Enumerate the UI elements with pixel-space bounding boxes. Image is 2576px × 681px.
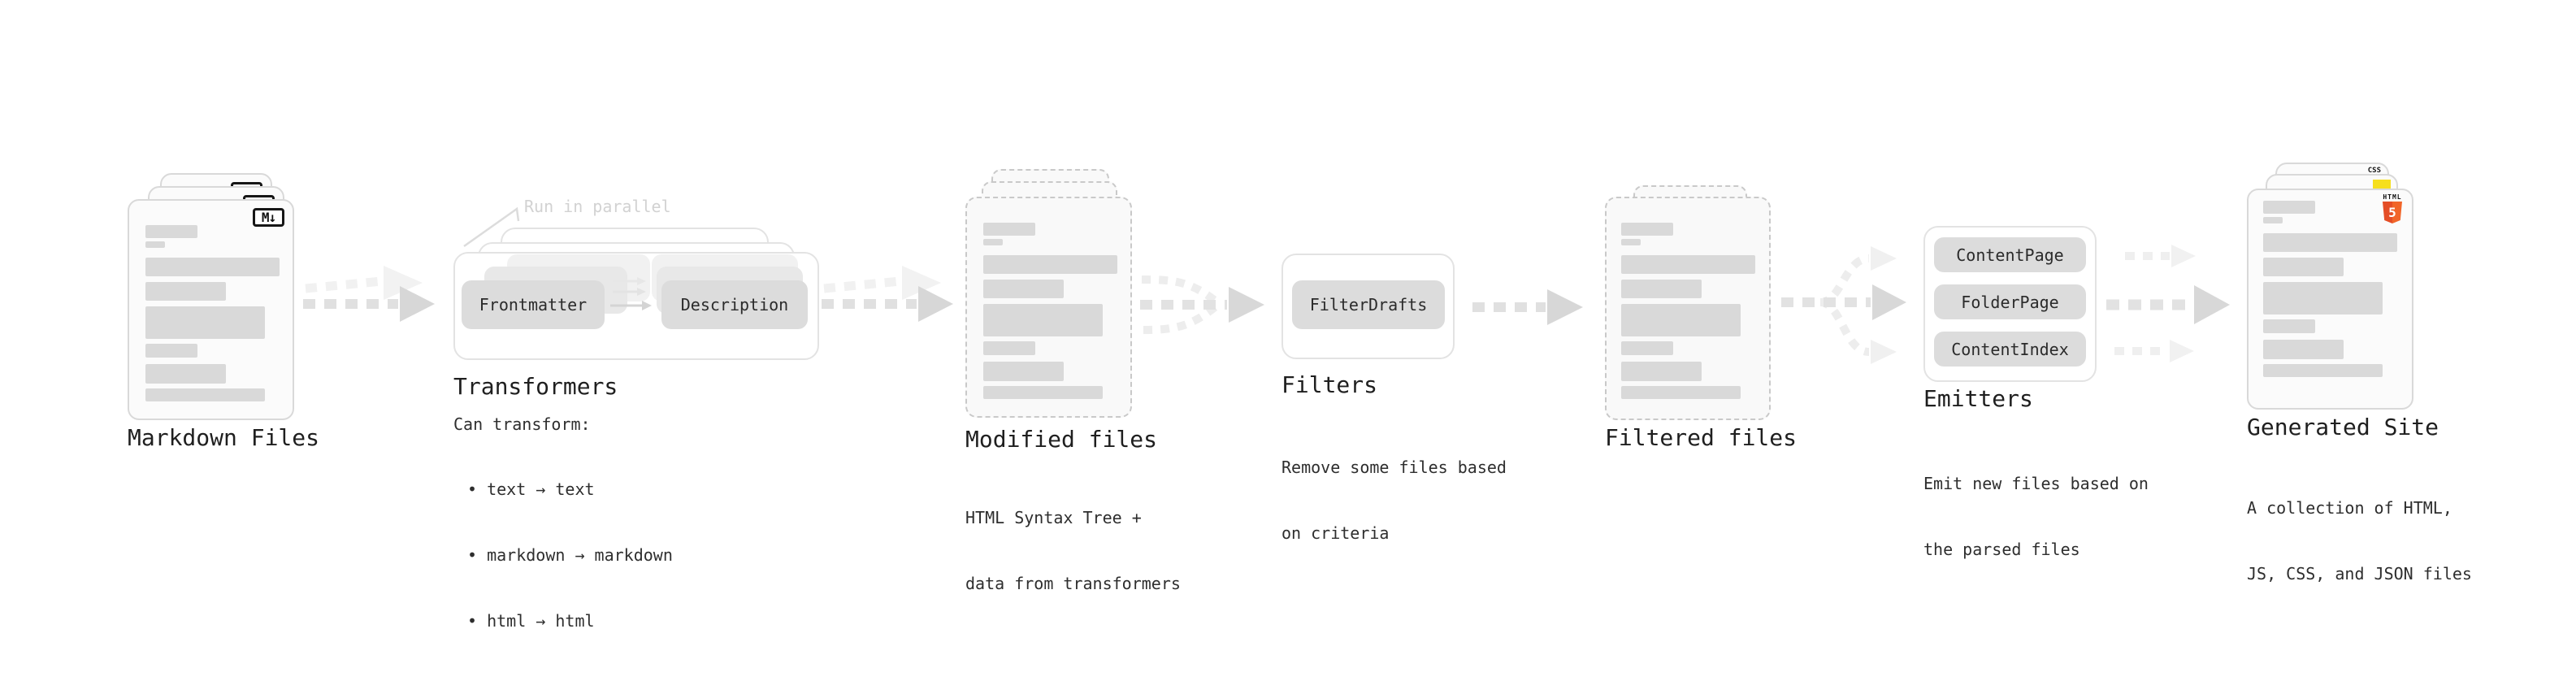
generated-file-html: HTML 5 [2247, 189, 2413, 410]
emitters-title: Emitters [1923, 385, 2033, 412]
markdown-files-label: Markdown Files [128, 424, 320, 451]
modified-files-label: Modified files [965, 426, 1158, 453]
emitter-box-folderpage: FolderPage [1934, 284, 2086, 319]
filtered-files-label: Filtered files [1605, 424, 1798, 451]
arrowhead [902, 266, 941, 300]
run-in-parallel-annotation: Run in parallel [524, 197, 671, 216]
caption-line: HTML Syntax Tree + [965, 508, 1142, 527]
arrow-modified-to-filters-merge [1140, 275, 1264, 334]
arrow-transformers-to-modified [822, 266, 953, 322]
arrowhead [384, 266, 423, 300]
arrowhead [1547, 289, 1583, 325]
arrow-emitters-to-generated [2106, 245, 2230, 362]
file-content-placeholder [1621, 223, 1755, 399]
arrowhead [637, 277, 646, 285]
arrowhead [637, 288, 646, 296]
caption-line: on criteria [1281, 523, 1390, 543]
ghost-arrow [823, 266, 941, 300]
bullet-item: • text → text [467, 479, 595, 499]
emitters-caption: Emit new files based on the parsed files [1923, 429, 2149, 605]
arrowhead [2171, 245, 2196, 267]
caption-line: Remove some files based [1281, 458, 1507, 477]
file-content-placeholder [2263, 201, 2397, 377]
modified-files-caption: HTML Syntax Tree + data from transformer… [965, 463, 1181, 639]
markdown-file-front: M↓ [128, 199, 294, 420]
caption-line: JS, CSS, and JSON files [2247, 564, 2472, 583]
transformer-box-description: Description [661, 280, 808, 329]
caption-line: data from transformers [965, 574, 1181, 593]
html5-icon: HTML 5 [2382, 193, 2403, 223]
bullet-item: • html → html [467, 611, 595, 631]
arrowhead [400, 286, 435, 322]
transformer-box-frontmatter: Frontmatter [462, 280, 605, 329]
arrowhead [1872, 284, 1906, 320]
transformers-title: Transformers [453, 373, 618, 400]
filters-title: Filters [1281, 371, 1378, 398]
main-arrow [303, 286, 435, 322]
transform-mini-arrows [610, 277, 652, 310]
arrowhead [1871, 246, 1897, 271]
arrow-filters-to-filtered [1472, 289, 1583, 325]
file-content-placeholder [145, 225, 280, 401]
js-file-icon [2373, 180, 2391, 189]
filtered-file-front [1605, 197, 1771, 420]
arrow-filtered-to-emitters-split [1781, 246, 1906, 364]
emitter-box-contentpage: ContentPage [1934, 237, 2086, 272]
generated-site-caption: A collection of HTML, JS, CSS, and JSON … [2247, 453, 2472, 629]
transformers-caption-bullets: • text → text • markdown → markdown • ht… [467, 435, 673, 676]
caption-line: the parsed files [1923, 540, 2080, 559]
file-content-placeholder [983, 223, 1117, 399]
modified-file-front [965, 197, 1132, 418]
caption-line: Emit new files based on [1923, 474, 2149, 493]
arrowhead [642, 301, 652, 310]
arrowhead [1229, 287, 1264, 323]
filter-box-filterdrafts: FilterDrafts [1292, 280, 1445, 329]
arrowhead [2194, 285, 2230, 324]
caption-line: A collection of HTML, [2247, 498, 2452, 518]
filters-caption: Remove some files based on criteria [1281, 413, 1507, 588]
arrowhead [2170, 340, 2194, 362]
arrow-markdown-to-transformers [303, 266, 435, 322]
markdown-icon: M↓ [253, 208, 284, 227]
ghost-arrow [305, 266, 423, 300]
transformers-caption-heading: Can transform: [453, 414, 591, 434]
run-in-parallel-leader-line [463, 206, 520, 248]
emitter-box-contentindex: ContentIndex [1934, 332, 2086, 367]
arrowhead [918, 286, 953, 322]
bullet-item: • markdown → markdown [467, 545, 673, 565]
generated-site-label: Generated Site [2247, 414, 2439, 440]
arrowhead [1871, 340, 1897, 364]
main-arrow [822, 286, 953, 322]
